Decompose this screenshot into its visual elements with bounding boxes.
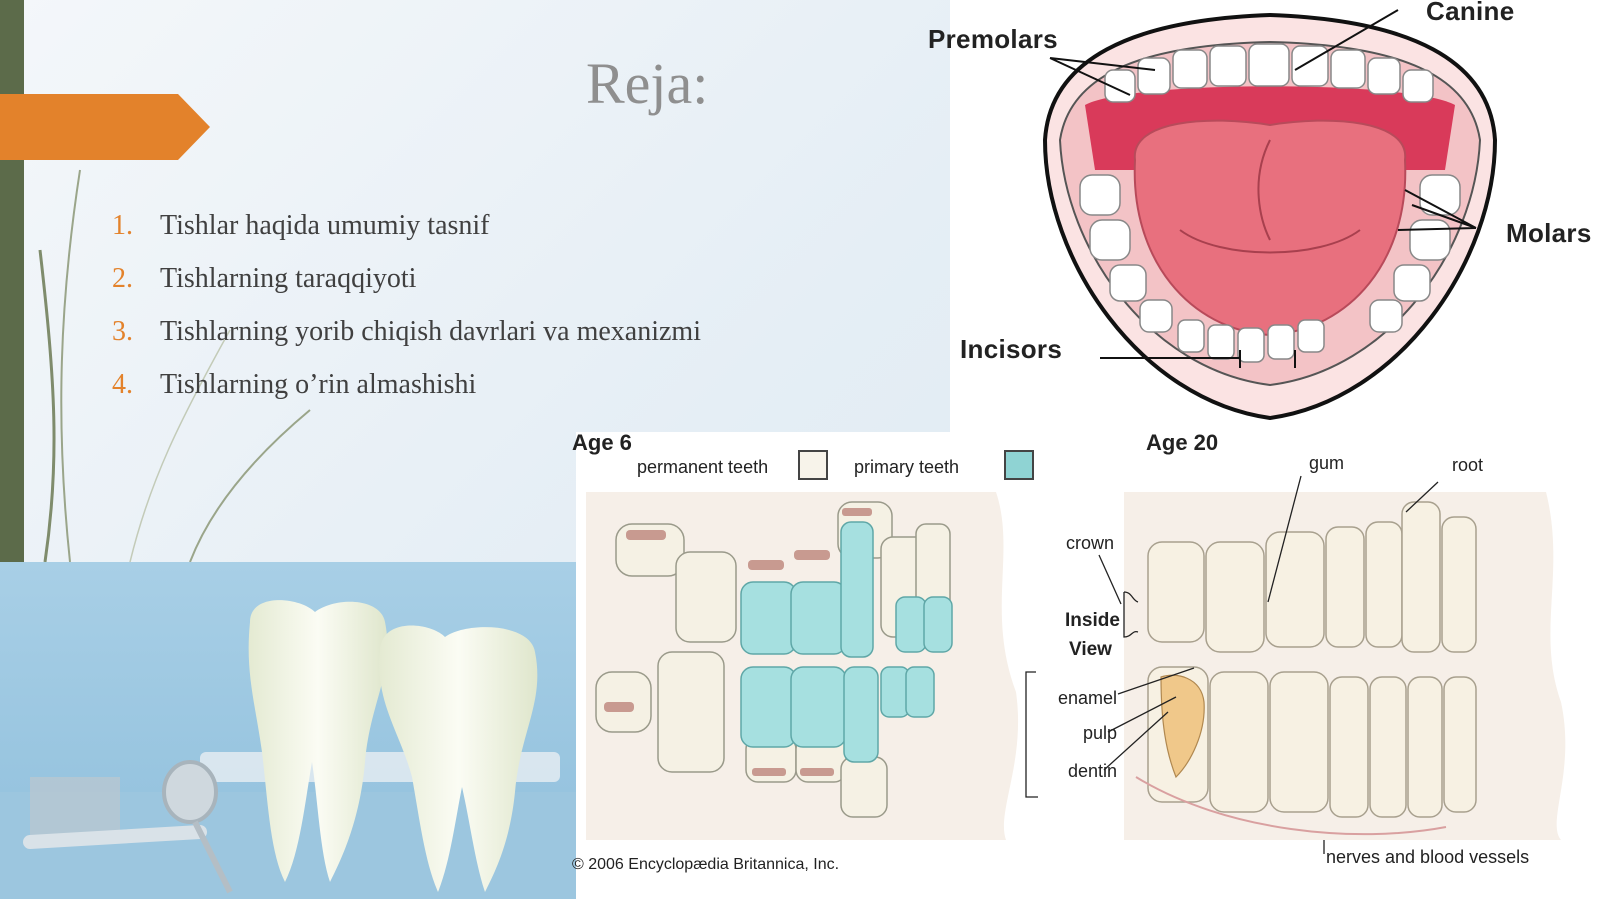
plan-item: 3. Tishlarning yorib chiqish davrlari va … [112, 316, 701, 369]
upper-teeth [1104, 43, 1434, 103]
plan-item-text: Tishlar haqida umumiy tasnif [160, 210, 490, 241]
lower-teeth [1079, 174, 1461, 363]
legend-permanent-swatch [798, 450, 828, 480]
label-dentin: dentin [1068, 761, 1118, 781]
plan-item-text: Tishlarning taraqqiyoti [160, 263, 417, 294]
label-molars: Molars [1506, 218, 1592, 248]
label-view: View [1069, 639, 1112, 660]
mouth-diagram: Premolars Canine Molars Incisors [928, 0, 1600, 432]
teeth-age-illustration [586, 475, 1566, 854]
plan-item-number: 4. [112, 369, 133, 400]
legend-primary-label: primary teeth [854, 457, 960, 477]
decorative-grass-lines [38, 169, 311, 562]
label-gum: gum [1309, 453, 1345, 473]
plan-list: 1. Tishlar haqida umumiy tasnif 2. Tishlar… [112, 210, 701, 422]
age20-teeth [1147, 501, 1477, 818]
label-age6: Age 6 [572, 430, 632, 455]
label-root: root [1452, 455, 1484, 475]
label-pulp: pulp [1083, 723, 1118, 743]
legend-permanent-label: permanent teeth [637, 457, 769, 477]
plan-item: 1. Tishlar haqida umumiy tasnif [112, 210, 701, 263]
label-inside: Inside [1065, 610, 1120, 631]
teeth-photo [0, 562, 576, 899]
label-crown: crown [1066, 533, 1115, 553]
legend-primary-swatch [1004, 450, 1034, 480]
slide-title: Reja: [586, 51, 709, 116]
label-age20: Age 20 [1146, 430, 1219, 455]
molar-tooth-right-icon [379, 625, 538, 892]
label-nerves: nerves and blood vessels [1326, 847, 1530, 867]
orange-arrow-banner [0, 94, 210, 160]
plan-item-number: 1. [112, 210, 133, 241]
mouth-illustration [1042, 9, 1498, 421]
plan-item: 4. Tishlarning o’rin almashishi [112, 369, 701, 422]
label-canine: Canine [1426, 0, 1515, 26]
label-incisors: Incisors [960, 334, 1063, 364]
left-accent-strip [0, 0, 24, 562]
label-enamel: enamel [1058, 688, 1118, 708]
toothbrush-icon [23, 777, 207, 849]
plan-item-text: Tishlarning yorib chiqish davrlari va me… [160, 316, 701, 347]
mouth-leader-lines [1049, 9, 1477, 368]
dental-mirror-icon [162, 760, 233, 894]
plan-item: 2. Tishlarning taraqqiyoti [112, 263, 701, 316]
plan-item-text: Tishlarning o’rin almashishi [160, 369, 477, 400]
teeth-age-diagram: Age 6 permanent teeth primary teeth Age … [572, 430, 1600, 899]
age20-leader-lines [1025, 475, 1439, 854]
molar-tooth-left-icon [248, 600, 388, 882]
label-premolars: Premolars [928, 24, 1058, 54]
plan-item-number: 3. [112, 316, 133, 347]
age6-teeth [595, 501, 953, 818]
plan-item-number: 2. [112, 263, 133, 294]
copyright-text: © 2006 Encyclopædia Britannica, Inc. [572, 856, 840, 873]
primary-teeth [740, 521, 953, 763]
